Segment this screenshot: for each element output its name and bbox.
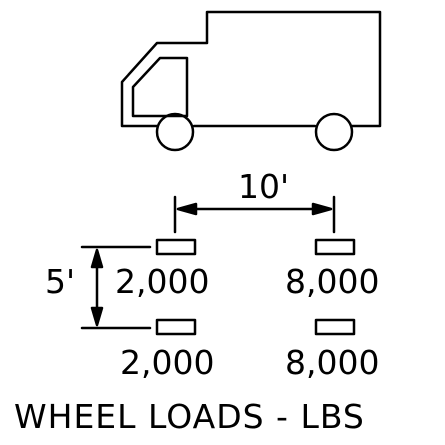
wheelbase-dimension (173, 195, 336, 234)
track-dimension (80, 245, 152, 330)
dimension-arrow-icon (90, 248, 104, 269)
wheel-icon (155, 112, 195, 152)
dimension-arrow-icon (311, 202, 333, 216)
truck-icon (120, 10, 382, 128)
dimension-arrow-icon (176, 202, 198, 216)
wheel-load-value: 8,000 (285, 262, 380, 301)
dimension-arrow-icon (90, 306, 104, 327)
wheel-icon (314, 112, 354, 152)
wheel-load-value: 2,000 (120, 343, 215, 382)
tire-icon (314, 318, 356, 336)
truck-body-outline (120, 10, 382, 128)
wheelbase-label: 10' (238, 167, 290, 206)
tire-icon (155, 238, 197, 256)
truck-window (131, 56, 189, 118)
tire-icon (314, 238, 356, 256)
tire-icon (155, 318, 197, 336)
track-width-label: 5' (45, 262, 76, 301)
wheel-load-value: 8,000 (285, 343, 380, 382)
diagram-caption: WHEEL LOADS - LBS (14, 397, 365, 436)
wheel-load-value: 2,000 (115, 262, 210, 301)
